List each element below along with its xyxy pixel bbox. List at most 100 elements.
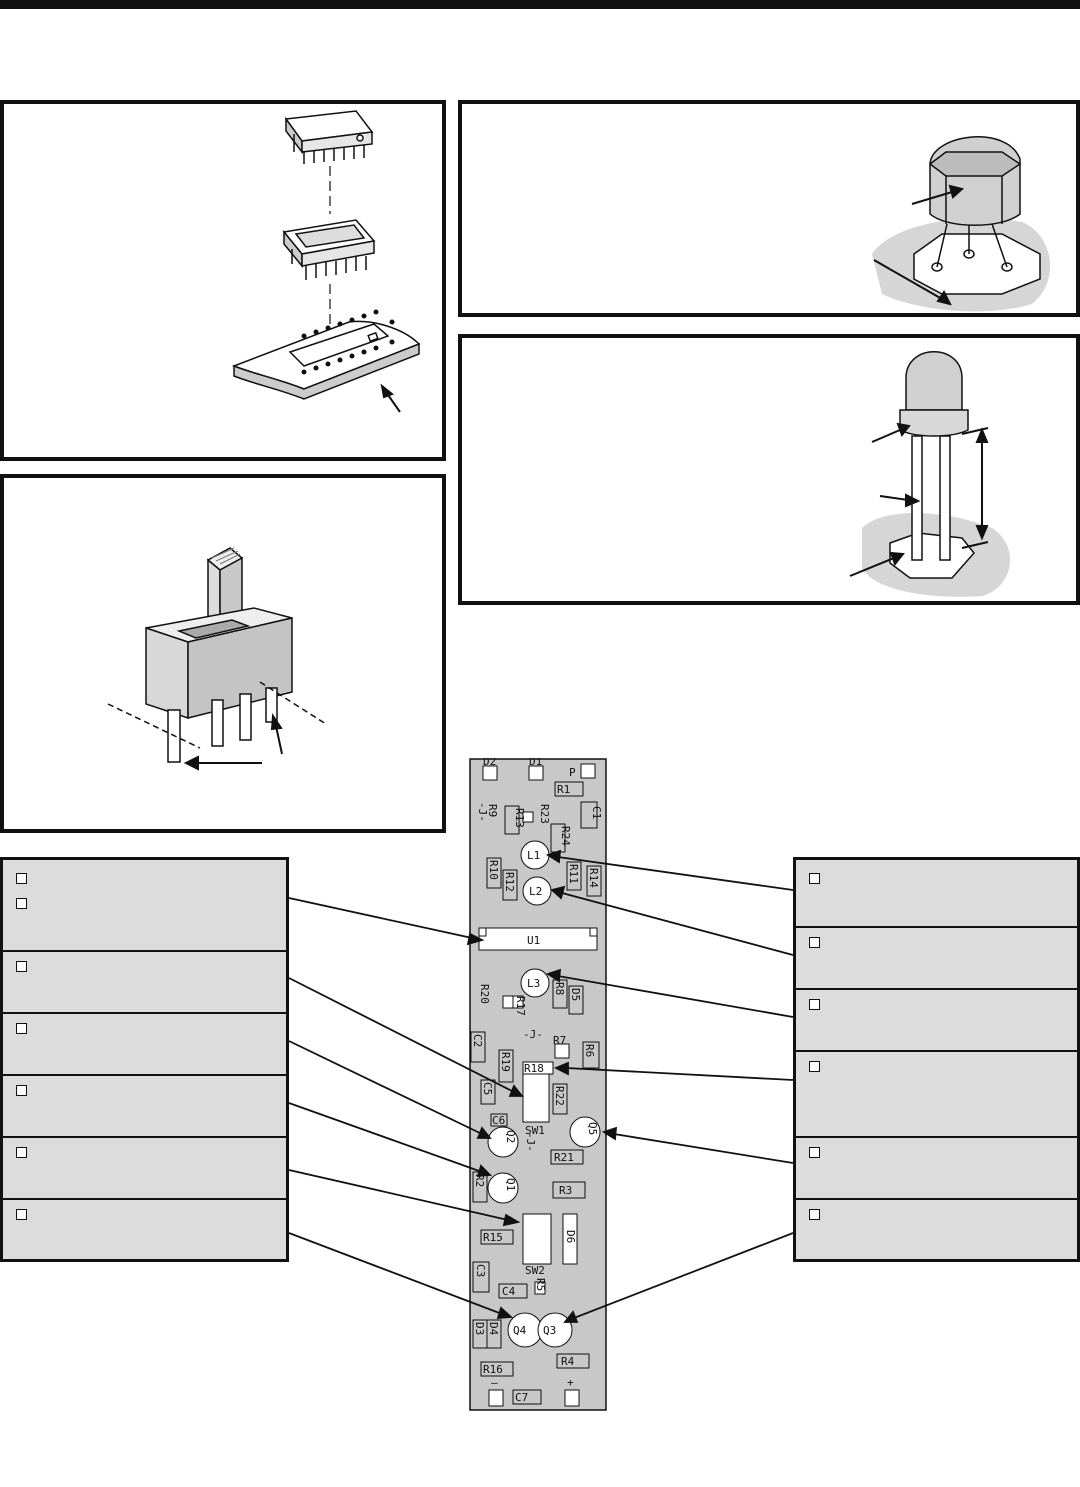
pcb-label: D2 bbox=[483, 758, 496, 768]
pcb-label: -J- bbox=[523, 1028, 543, 1041]
pcb-label: C3 bbox=[474, 1264, 487, 1277]
checklist-row bbox=[796, 1050, 1077, 1136]
checklist-row bbox=[796, 1198, 1077, 1262]
slide-switch-illustration bbox=[107, 547, 327, 771]
checkbox[interactable] bbox=[809, 937, 820, 948]
checkbox[interactable] bbox=[16, 873, 27, 884]
pcb-label: D1 bbox=[529, 758, 542, 768]
checklist-row bbox=[3, 1198, 286, 1262]
pcb-label: SW1 bbox=[525, 1124, 545, 1137]
arrow-head bbox=[496, 1306, 514, 1319]
led-panel bbox=[458, 334, 1080, 605]
checklist-row bbox=[3, 1012, 286, 1074]
pcb-label: + bbox=[567, 1376, 574, 1389]
checklist-row bbox=[796, 926, 1077, 988]
pcb-label: R23 bbox=[538, 804, 551, 824]
checklist-row bbox=[796, 988, 1077, 1050]
pcb-label: Q3 bbox=[543, 1324, 556, 1337]
checklist-row bbox=[3, 1136, 286, 1198]
leader-line bbox=[288, 897, 473, 939]
pcb-label: -J- bbox=[476, 802, 489, 822]
checklist-row bbox=[796, 860, 1077, 926]
pcb-label: P bbox=[569, 766, 576, 779]
checkbox[interactable] bbox=[809, 873, 820, 884]
checklist-row bbox=[3, 950, 286, 1012]
pcb-label: -J- bbox=[524, 1132, 537, 1152]
led-arrows bbox=[849, 422, 989, 577]
pcb-label: R16 bbox=[483, 1363, 503, 1376]
leader-line bbox=[288, 977, 515, 1093]
ic-socket-panel bbox=[0, 100, 446, 461]
pcb-label: R19 bbox=[499, 1052, 512, 1072]
pcb-label: L1 bbox=[527, 849, 540, 862]
pcb-label: R8 bbox=[553, 982, 566, 995]
pcb-label: R13 bbox=[513, 808, 526, 828]
pcb-label: R1 bbox=[557, 783, 570, 796]
checkbox[interactable] bbox=[809, 1209, 820, 1220]
checkbox[interactable] bbox=[16, 1023, 27, 1034]
switch-arrows bbox=[183, 713, 283, 771]
arrow-head bbox=[545, 968, 562, 983]
pcb-label: C5 bbox=[481, 1082, 494, 1095]
pcb-label: R3 bbox=[559, 1184, 572, 1197]
arrow-head bbox=[508, 1084, 524, 1097]
led-illustration bbox=[849, 351, 1011, 597]
checkbox[interactable] bbox=[809, 1147, 820, 1158]
pcb-label: SW2 bbox=[525, 1264, 545, 1277]
pcb-label: C6 bbox=[492, 1114, 505, 1127]
arrow-head bbox=[545, 849, 562, 864]
ic-socket bbox=[282, 219, 376, 280]
leader-line bbox=[565, 1067, 794, 1081]
right-checklist bbox=[793, 857, 1080, 1262]
checklist-row bbox=[796, 1136, 1077, 1198]
pcb-label: D6 bbox=[564, 1230, 577, 1243]
pcb-label: U1 bbox=[527, 934, 540, 947]
checkbox[interactable] bbox=[16, 961, 27, 972]
pcb-label: R11 bbox=[567, 864, 580, 884]
arrow-head bbox=[466, 932, 485, 946]
pcb-layout: D2 D1 P R1 C1 R9 -J- R13 R23 R24 L1 R10 … bbox=[469, 755, 607, 1411]
ic-socket-illustration bbox=[231, 110, 421, 413]
leader-line bbox=[573, 1232, 794, 1319]
arrow-head bbox=[550, 885, 566, 900]
pcb-label: R2 bbox=[473, 1174, 486, 1187]
arrow-head bbox=[502, 1213, 521, 1227]
checkbox[interactable] bbox=[16, 1209, 27, 1220]
pcb-label: R15 bbox=[483, 1231, 503, 1244]
pcb-label: Q5 bbox=[586, 1122, 599, 1135]
leader-line bbox=[288, 1232, 503, 1315]
checkbox[interactable] bbox=[16, 1085, 27, 1096]
pcb-label: R7 bbox=[553, 1034, 566, 1047]
checkbox[interactable] bbox=[16, 1147, 27, 1158]
pcb-label: – bbox=[491, 1376, 498, 1389]
pcb-label: C4 bbox=[502, 1285, 516, 1298]
checklist-row bbox=[3, 860, 286, 950]
pcb-label: R21 bbox=[554, 1151, 574, 1164]
pcb-label: R18 bbox=[524, 1062, 544, 1075]
pcb-label: R17 bbox=[514, 996, 527, 1016]
pcb-label: C1 bbox=[590, 806, 603, 819]
arrow-head bbox=[553, 1061, 569, 1076]
pcb-label: C7 bbox=[515, 1391, 528, 1404]
leader-line bbox=[613, 1133, 794, 1164]
pcb-label: R6 bbox=[583, 1044, 596, 1057]
top-rule bbox=[0, 0, 1080, 9]
pcb-label: R9 bbox=[486, 804, 499, 817]
transistor-panel bbox=[458, 100, 1080, 317]
leader-line bbox=[561, 892, 794, 956]
pcb-label: R5 bbox=[534, 1278, 547, 1291]
pcb-label: Q1 bbox=[504, 1178, 517, 1191]
arrow-head bbox=[601, 1126, 618, 1141]
pcb-label: R10 bbox=[487, 860, 500, 880]
pcb-label: L2 bbox=[529, 885, 542, 898]
checkbox[interactable] bbox=[809, 999, 820, 1010]
pcb-label: R12 bbox=[503, 872, 516, 892]
checkbox[interactable] bbox=[16, 898, 27, 909]
ic-chip bbox=[284, 110, 374, 164]
board-arrow bbox=[380, 383, 401, 413]
leader-line bbox=[288, 1169, 509, 1221]
transistor-illustration bbox=[872, 136, 1051, 312]
pcb-label: R4 bbox=[561, 1355, 575, 1368]
circuit-board bbox=[231, 309, 421, 400]
checkbox[interactable] bbox=[809, 1061, 820, 1072]
